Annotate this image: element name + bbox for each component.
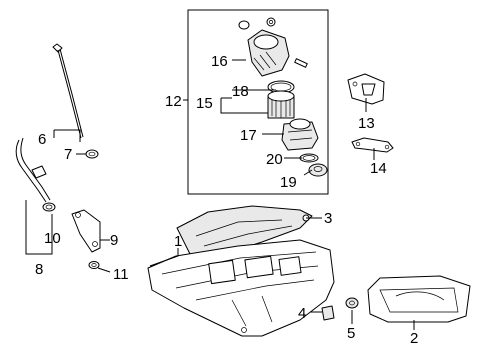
- part-1-oil-pan-upper[interactable]: [147, 239, 335, 337]
- part-20-gasket[interactable]: [299, 153, 319, 163]
- part-17-filter-base[interactable]: [281, 118, 319, 151]
- callout-4: 4: [298, 305, 306, 322]
- callout-20: 20: [266, 151, 283, 168]
- part-10-o-ring[interactable]: [42, 202, 56, 212]
- callout-8: 8: [35, 261, 43, 278]
- leader-lines: [25, 59, 415, 330]
- callout-14: 14: [370, 160, 387, 177]
- part-6-dipstick[interactable]: [52, 43, 84, 139]
- callout-labels: 1 2 3 4 5 6 7 8 9 10 11 12 13 14 15 16 1…: [35, 53, 418, 347]
- callout-5: 5: [347, 325, 355, 342]
- callout-7: 7: [64, 146, 72, 163]
- part-5-gasket[interactable]: [345, 297, 359, 309]
- callout-1: 1: [174, 233, 182, 250]
- callout-9: 9: [110, 232, 118, 249]
- part-16-filter-cap[interactable]: [238, 17, 308, 77]
- callout-15: 15: [196, 95, 213, 112]
- callout-12: 12: [165, 93, 182, 110]
- callout-11: 11: [113, 266, 129, 283]
- filter-assembly-frame: [187, 9, 329, 195]
- callout-10: 10: [44, 230, 61, 247]
- callout-6: 6: [38, 131, 46, 148]
- callout-13: 13: [358, 115, 375, 132]
- part-13-bracket[interactable]: [347, 73, 385, 105]
- callout-17: 17: [240, 127, 257, 144]
- part-11-nut[interactable]: [88, 261, 100, 269]
- part-8-dipstick-tube[interactable]: [15, 137, 51, 203]
- part-9-bracket[interactable]: [71, 209, 101, 253]
- part-2-oil-pan-lower[interactable]: [367, 275, 471, 323]
- callout-16: 16: [211, 53, 228, 70]
- callout-2: 2: [410, 330, 418, 347]
- callout-3: 3: [324, 210, 332, 227]
- part-19-drain-plug[interactable]: [308, 163, 328, 177]
- part-15-filter-element[interactable]: [267, 90, 295, 119]
- part-7-o-ring[interactable]: [85, 149, 99, 159]
- callout-18: 18: [232, 83, 249, 100]
- callout-19: 19: [280, 174, 297, 191]
- part-14-stay[interactable]: [351, 137, 394, 153]
- part-4-bolt[interactable]: [321, 305, 335, 321]
